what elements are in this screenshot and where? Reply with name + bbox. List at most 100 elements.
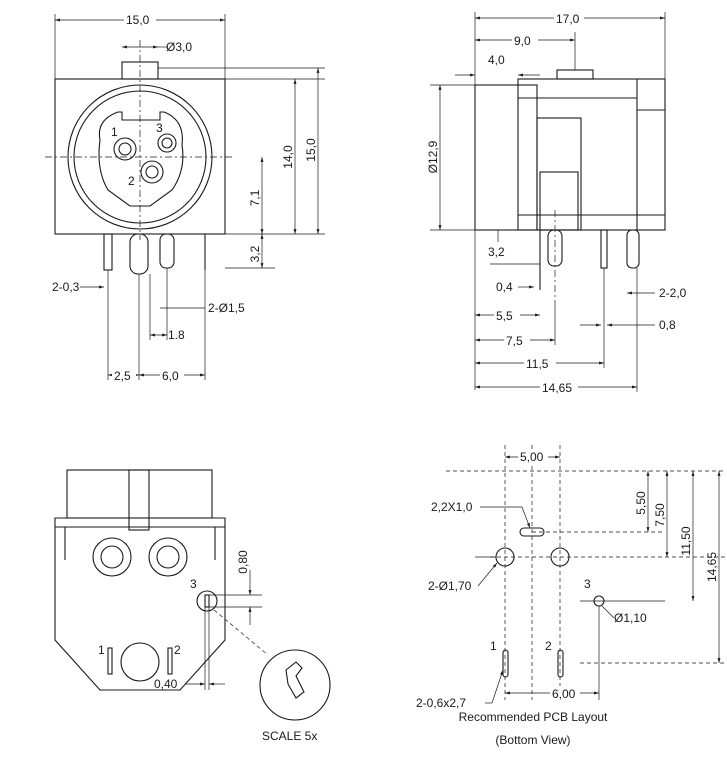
rear-hole-right-inner	[156, 545, 180, 569]
front-pin-3-outer	[157, 133, 177, 153]
dim-pcb550: 5,50	[634, 491, 648, 515]
label-bg	[504, 333, 530, 347]
rear-label-3: 3	[190, 577, 197, 591]
dim-pcb750: 7,50	[653, 503, 667, 527]
dim-pcb600: 6,00	[552, 687, 576, 701]
dim-pcb1465: 14,65	[705, 552, 719, 582]
dim-width15: 15,0	[126, 13, 150, 27]
front-pin-1-outer	[113, 137, 137, 161]
front-pin-1-inner	[118, 142, 132, 156]
detail-leader	[213, 609, 269, 656]
front-pin-2-outer	[140, 160, 164, 184]
label-bg	[512, 33, 538, 47]
dim-pitch18: 1.8	[168, 328, 185, 342]
rear-label-1: 1	[98, 643, 105, 657]
dim-height71: 7,1	[248, 189, 262, 206]
dim-height15: 15,0	[304, 138, 318, 162]
dim-side75: 7,5	[506, 334, 523, 348]
dim-side55: 5,5	[496, 309, 513, 323]
label-bg	[550, 686, 580, 700]
rear-detail-circle	[259, 649, 331, 721]
rear-hole-left-outer	[92, 537, 132, 577]
leader	[601, 605, 615, 619]
front-pin-3-inner	[161, 137, 173, 149]
dim-side4: 4,0	[488, 53, 505, 67]
rear-pin-2	[167, 647, 173, 675]
dim-rear080: 0,80	[236, 550, 250, 574]
label-bg	[540, 380, 578, 394]
rear-scale-label: SCALE 5x	[262, 729, 317, 743]
label-bg	[124, 12, 156, 26]
pcb-label-2: 2	[545, 639, 552, 653]
dim-side04: 0,4	[496, 280, 513, 294]
dim-pitch60: 6,0	[162, 369, 179, 383]
pcb-label-1: 1	[490, 639, 497, 653]
front-pin-left	[103, 233, 113, 271]
dim-side2x2: 2-2,0	[659, 286, 687, 300]
pcb-slot	[519, 527, 545, 537]
pcb-layout: 5,00 2,2X1,0 2-Ø1,70 3 Ø1,10 1 2 2-0,6x2…	[416, 445, 725, 747]
label-bg	[518, 450, 548, 464]
label-bg	[112, 368, 136, 382]
pcb-slotpins-label: 2-0,6x2,7	[416, 696, 466, 710]
rear-label-2: 2	[174, 643, 181, 657]
dim-pitch25: 2,5	[114, 369, 131, 383]
side-pin-rear	[626, 229, 640, 269]
rear-hole-right-outer	[148, 537, 188, 577]
dim-side32: 3,2	[488, 245, 505, 259]
dim-rear040: 0,40	[154, 677, 178, 691]
dim-side129: Ø12,9	[426, 140, 440, 173]
pcb-slot-label: 2,2X1,0	[431, 500, 473, 514]
side-top-tab	[556, 69, 594, 80]
leader	[521, 506, 531, 529]
dim-pcb1150: 11,50	[679, 526, 693, 555]
label-bg	[494, 308, 520, 322]
pcb-label-3: 3	[584, 577, 591, 591]
rear-pin-center	[120, 642, 160, 682]
dim-pindia: 2-Ø1,5	[208, 301, 245, 315]
dim-pcb500: 5,00	[520, 450, 544, 464]
pcb-subtitle: (Bottom View)	[495, 733, 570, 747]
pcb-slot-pin-1	[502, 649, 509, 678]
side-view: 17,0 9,0 4,0 Ø12,9 3,2 0,4 5,5 7,5	[426, 11, 687, 395]
dim-pinthick: 2-0,3	[52, 280, 80, 294]
dim-hole3: Ø3,0	[166, 40, 192, 54]
rear-pin-3-circle	[196, 590, 218, 612]
dim-side115: 11,5	[526, 357, 549, 371]
front-pin-2-label: 2	[128, 174, 135, 188]
rear-pin-1	[107, 647, 113, 675]
label-bg	[554, 11, 584, 25]
pcb-hole110-label: Ø1,10	[614, 611, 647, 625]
rear-hole-left-inner	[100, 545, 124, 569]
front-pin-3-label: 3	[156, 121, 163, 135]
dim-side9: 9,0	[514, 34, 531, 48]
rear-top-block	[66, 469, 213, 519]
dim-height14: 14,0	[281, 145, 295, 169]
side-contact	[539, 171, 579, 231]
label-bg	[524, 356, 556, 370]
leader	[491, 669, 504, 704]
label-bg	[160, 368, 184, 382]
dim-side17: 17,0	[556, 12, 580, 26]
front-pin-1-label: 1	[111, 125, 118, 139]
rear-body	[54, 517, 226, 691]
leader	[477, 562, 498, 587]
dim-side1465: 14,65	[542, 381, 572, 395]
front-pin-2-inner	[145, 165, 159, 179]
dim-side08: 0,8	[659, 318, 676, 332]
front-pin-right	[159, 233, 175, 269]
side-pin-thin	[600, 229, 608, 269]
pcb-title: Recommended PCB Layout	[459, 710, 608, 724]
front-view: 1 3 2 15,0 Ø3,0 14,0 15,0 7,1 3,2	[45, 12, 325, 383]
rear-detail-pin	[285, 661, 305, 699]
rear-pin-3	[204, 594, 210, 608]
pcb-slot-pin-2	[557, 649, 564, 678]
side-contact-housing	[536, 117, 582, 231]
rear-view: 1 2 3 0,80 0,40 SCALE 5x	[54, 469, 331, 743]
front-pin-center	[129, 233, 149, 275]
side-front-flange	[474, 84, 538, 231]
dim-pinlen32: 3,2	[248, 245, 262, 262]
front-insulator	[98, 111, 184, 207]
rear-top-tab	[128, 469, 150, 531]
